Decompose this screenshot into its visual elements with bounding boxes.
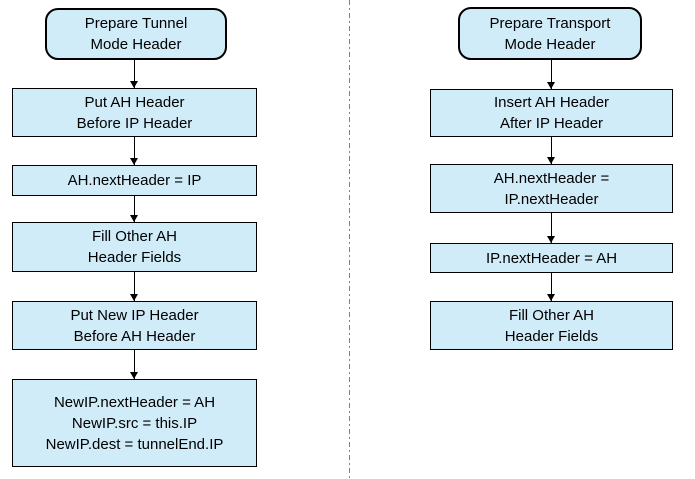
node-text-line: Header Fields: [504, 327, 599, 345]
arrow-transport-3: [547, 213, 555, 243]
arrow-transport-4: [547, 273, 555, 301]
arrow-tunnel-2: [130, 137, 138, 165]
node-text-line: After IP Header: [499, 115, 604, 132]
arrow-transport-2: [547, 137, 555, 164]
arrow-tunnel-4: [130, 272, 138, 301]
arrow-tunnel-1: [130, 60, 138, 88]
node-text-line: AH.nextHeader =: [493, 169, 610, 187]
flow-node-put-new-ip-before-ah: Put New IP Header Before AH Header: [12, 301, 257, 350]
node-text-line: Fill Other AH: [508, 306, 595, 324]
flow-node-newip-assignments: NewIP.nextHeader = AH NewIP.src = this.I…: [12, 379, 257, 467]
flow-node-insert-ah-after-ip: Insert AH Header After IP Header: [430, 89, 673, 137]
flow-node-ah-nextheader-ip-nextheader: AH.nextHeader = IP.nextHeader: [430, 164, 673, 213]
flow-node-prepare-transport-header: Prepare Transport Mode Header: [458, 7, 642, 60]
node-text-line: Put AH Header: [84, 93, 185, 111]
flow-node-prepare-tunnel-header: Prepare Tunnel Mode Header: [45, 8, 227, 60]
arrow-tunnel-3: [130, 196, 138, 222]
node-text-line: Mode Header: [504, 35, 596, 53]
node-text-line: Prepare Tunnel: [84, 15, 188, 32]
node-text-line: Before IP Header: [76, 114, 193, 132]
node-text-line: AH.nextHeader = IP: [67, 172, 202, 189]
node-text-line: Mode Header: [90, 36, 182, 53]
node-text-line: NewIP.nextHeader = AH: [53, 393, 216, 411]
node-text-line: Prepare Transport: [489, 14, 611, 32]
node-text-line: Insert AH Header: [493, 94, 610, 111]
node-text-line: Put New IP Header: [70, 306, 199, 324]
node-text-line: NewIP.src = this.IP: [71, 414, 198, 432]
node-text-line: IP.nextHeader = AH: [485, 249, 618, 267]
node-text-line: IP.nextHeader: [504, 190, 599, 208]
arrow-transport-1: [547, 60, 555, 89]
node-text-line: Header Fields: [87, 249, 182, 266]
flow-node-ah-nextheader-ip: AH.nextHeader = IP: [12, 165, 257, 196]
arrow-tunnel-5: [130, 350, 138, 379]
node-text-line: Before AH Header: [73, 327, 196, 345]
flow-node-fill-other-ah-fields-transport: Fill Other AH Header Fields: [430, 301, 673, 350]
column-separator: [349, 0, 350, 479]
flow-node-put-ah-before-ip: Put AH Header Before IP Header: [12, 88, 257, 137]
flow-node-ip-nextheader-ah: IP.nextHeader = AH: [430, 243, 673, 273]
flow-node-fill-other-ah-fields-tunnel: Fill Other AH Header Fields: [12, 222, 257, 272]
node-text-line: NewIP.dest = tunnelEnd.IP: [45, 435, 224, 453]
node-text-line: Fill Other AH: [91, 228, 178, 245]
